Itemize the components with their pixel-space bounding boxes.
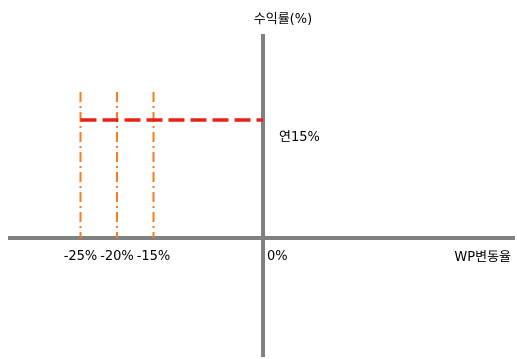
vertical-markers [79,92,155,238]
x-tick-labels: -25%-20%-15% [64,249,171,264]
x-axis-label: WP변동율 [454,250,511,265]
x-tick-label-1: -20% [100,249,134,264]
series-label: 연15% [279,130,320,145]
y-axis-label: 수익률(%) [254,12,312,27]
origin-label: 0% [267,249,288,264]
x-tick-label-0: -25% [64,249,98,264]
x-tick-label-2: -15% [137,249,171,264]
